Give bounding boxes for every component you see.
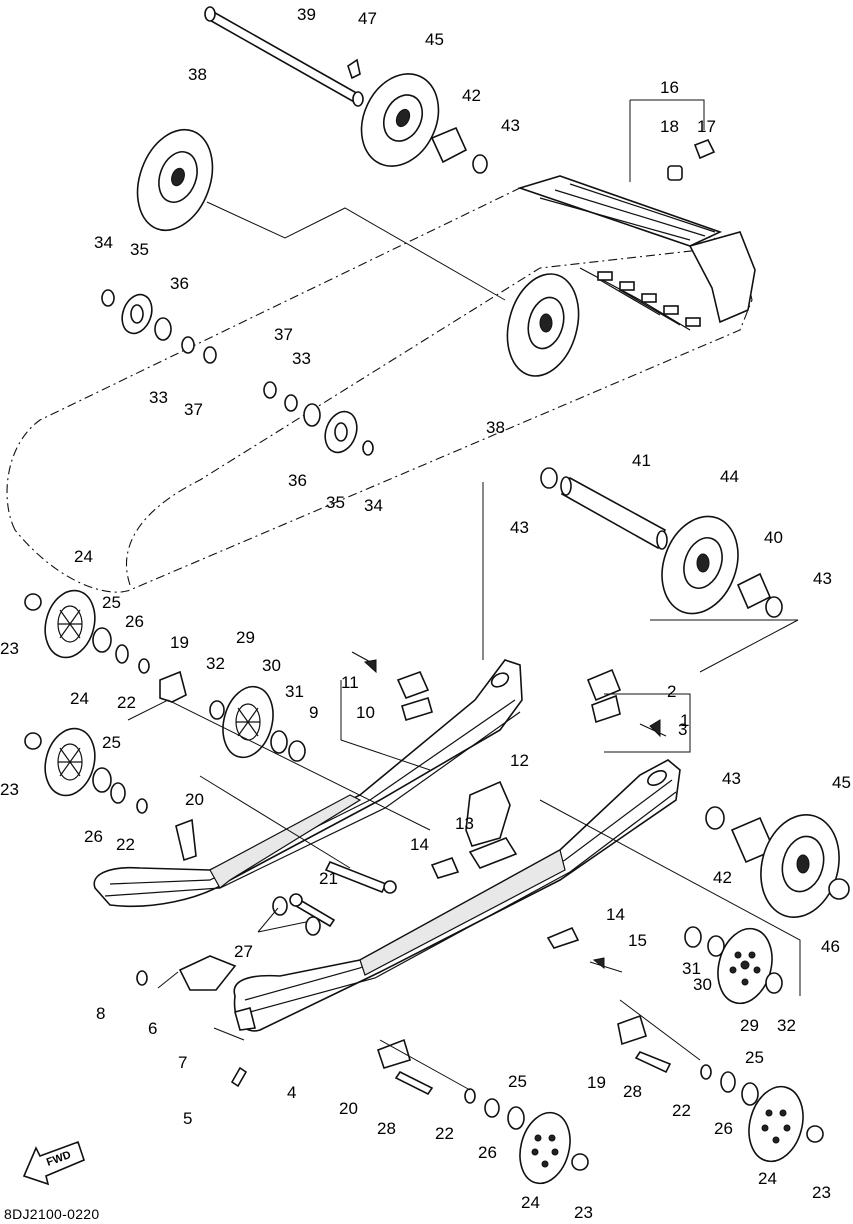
- drawing-code: 8DJ2100-0220: [4, 1206, 100, 1222]
- front-left-wheels: [24, 589, 197, 862]
- callout-18: 18: [660, 117, 679, 136]
- callout-43b: 43: [510, 518, 529, 537]
- callout-24d: 24: [758, 1169, 777, 1188]
- callout-27: 27: [234, 942, 253, 961]
- callout-25d: 25: [745, 1048, 764, 1067]
- callout-34a: 34: [94, 233, 113, 252]
- callout-20a: 20: [185, 790, 204, 809]
- callout-29a: 29: [236, 628, 255, 647]
- callout-9: 9: [309, 703, 318, 722]
- callout-24c: 24: [521, 1193, 540, 1212]
- callout-34b: 34: [364, 496, 383, 515]
- callout-13: 13: [455, 814, 474, 833]
- callout-11: 11: [341, 673, 359, 692]
- callout-4: 4: [287, 1083, 296, 1102]
- callout-7: 7: [178, 1053, 187, 1072]
- callout-35a: 35: [130, 240, 149, 259]
- callout-22d: 22: [672, 1101, 691, 1120]
- callout-37b: 37: [274, 325, 293, 344]
- center-wheels: [209, 685, 783, 1005]
- callout-43c: 43: [813, 569, 832, 588]
- callout-44: 44: [720, 467, 739, 486]
- callout-25c: 25: [508, 1072, 527, 1091]
- left-washers: [101, 289, 374, 456]
- callout-32a: 32: [206, 654, 225, 673]
- slide-rails: [93, 659, 681, 1032]
- callout-14b: 14: [606, 905, 625, 924]
- callout-16: 16: [660, 78, 679, 97]
- callout-24a: 24: [74, 547, 93, 566]
- callout-26a: 26: [125, 612, 144, 631]
- callout-37a: 37: [184, 400, 203, 419]
- callout-42b: 42: [713, 868, 732, 887]
- callout-12: 12: [510, 751, 529, 770]
- track-lugs: [517, 138, 756, 331]
- callout-38a: 38: [188, 65, 207, 84]
- right-rear-wheel: [705, 806, 850, 918]
- rear-idler-wheel-38: [506, 273, 580, 377]
- callout-23b: 23: [0, 780, 19, 799]
- callout-22a: 22: [117, 693, 136, 712]
- callout-5: 5: [183, 1109, 192, 1128]
- callout-6: 6: [148, 1019, 157, 1038]
- callout-26b: 26: [84, 827, 103, 846]
- leader-lines: [127, 99, 801, 1091]
- callout-47: 47: [358, 9, 377, 28]
- callout-46: 46: [821, 937, 840, 956]
- callout-43a: 43: [501, 116, 520, 135]
- callout-31a: 31: [285, 682, 304, 701]
- callout-8: 8: [96, 1004, 105, 1023]
- callout-22b: 22: [116, 835, 135, 854]
- callout-32b: 32: [777, 1016, 796, 1035]
- callout-19a: 19: [170, 633, 189, 652]
- callout-42a: 42: [462, 86, 481, 105]
- callout-23a: 23: [0, 639, 19, 658]
- callout-33a: 33: [149, 388, 168, 407]
- upper-axle-assembly: [136, 6, 488, 232]
- callout-38b: 38: [486, 418, 505, 437]
- callout-23d: 23: [812, 1183, 831, 1202]
- callout-21: 21: [319, 869, 338, 888]
- forward-arrow-icon: FWD: [22, 1140, 85, 1186]
- callout-35b: 35: [326, 493, 345, 512]
- callout-23c: 23: [574, 1203, 593, 1222]
- callout-45a: 45: [425, 30, 444, 49]
- callout-2: 2: [667, 682, 676, 701]
- callout-36b: 36: [288, 471, 307, 490]
- callout-17: 17: [697, 117, 716, 136]
- callout-22c: 22: [435, 1124, 454, 1143]
- callout-43d: 43: [722, 769, 741, 788]
- callout-36a: 36: [170, 274, 189, 293]
- bottom-wheels: [484, 1064, 824, 1185]
- callout-10: 10: [356, 703, 375, 722]
- callout-30a: 30: [262, 656, 281, 675]
- callout-20b: 20: [339, 1099, 358, 1118]
- callout-39: 39: [297, 5, 316, 24]
- callout-30b: 30: [693, 975, 712, 994]
- callout-15: 15: [628, 931, 647, 950]
- callout-numbers: 1 2 3 4 5 6 7 8 9 10 11 12 13 14 14 15 1…: [0, 5, 851, 1222]
- callout-14a: 14: [410, 835, 429, 854]
- callout-24b: 24: [70, 689, 89, 708]
- callout-45b: 45: [832, 773, 851, 792]
- rear-axle-assembly: [540, 467, 783, 618]
- callout-29b: 29: [740, 1016, 759, 1035]
- callout-41: 41: [632, 451, 651, 470]
- callout-26d: 26: [714, 1119, 733, 1138]
- callout-33b: 33: [292, 349, 311, 368]
- callout-28b: 28: [623, 1082, 642, 1101]
- callout-28a: 28: [377, 1119, 396, 1138]
- callout-19b: 19: [587, 1073, 606, 1092]
- callout-26c: 26: [478, 1143, 497, 1162]
- callout-40: 40: [764, 528, 783, 547]
- callout-31b: 31: [682, 959, 701, 978]
- callout-25b: 25: [102, 733, 121, 752]
- callout-3: 3: [678, 720, 687, 739]
- callout-25a: 25: [102, 593, 121, 612]
- callout-1: 1: [680, 711, 689, 730]
